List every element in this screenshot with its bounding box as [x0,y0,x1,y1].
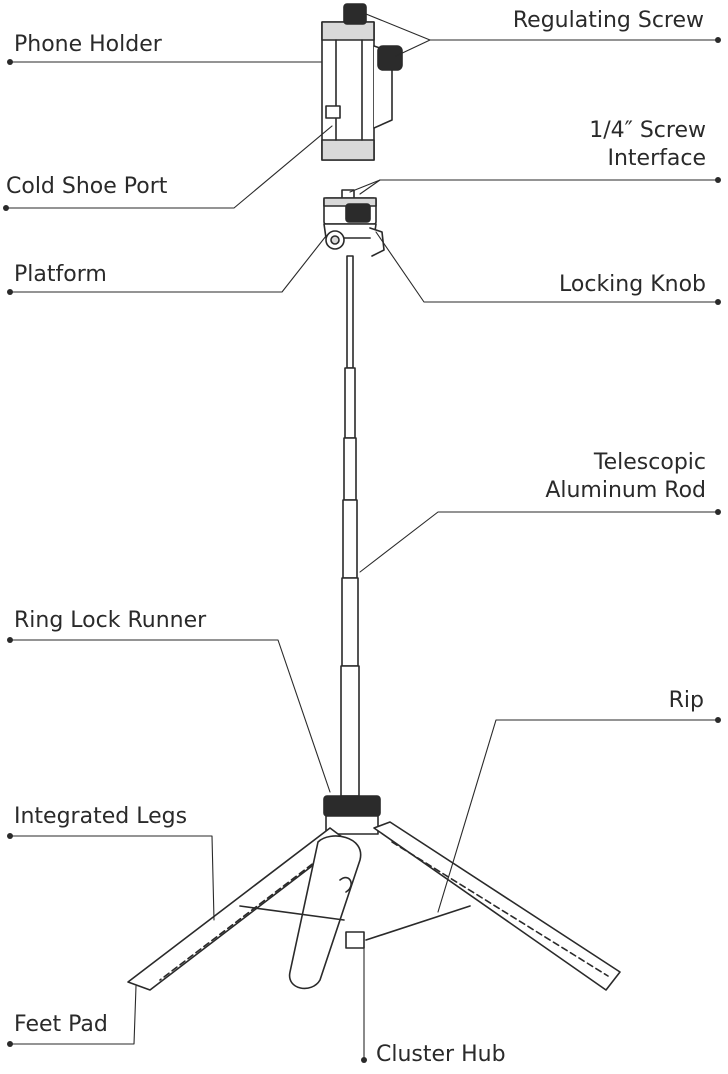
label-screw-interface-line1: 1/4″ Screw [589,118,706,143]
label-cluster-hub: Cluster Hub [376,1042,506,1067]
label-integrated-legs: Integrated Legs [14,804,188,829]
phone-holder [321,3,403,161]
platform [323,189,385,257]
label-cold-shoe-port: Cold Shoe Port [6,174,168,199]
label-screw-interface-line2: Interface [607,146,707,171]
label-phone-holder: Phone Holder [14,32,162,57]
label-locking-knob: Locking Knob [559,272,706,297]
label-ring-lock-runner: Ring Lock Runner [14,608,207,633]
label-rip: Rip [668,688,704,713]
ring-lock-runner [323,795,381,835]
leader-lines [5,13,719,1061]
label-regulating-screw: Regulating Screw [512,8,704,33]
telescopic-rod [340,255,360,797]
label-feet-pad: Feet Pad [14,1012,108,1037]
label-telescopic-line1: Telescopic [593,450,706,475]
label-platform: Platform [14,262,107,287]
leader-dots [3,37,721,1063]
integrated-legs [127,821,621,991]
label-telescopic-line2: Aluminum Rod [545,478,706,503]
